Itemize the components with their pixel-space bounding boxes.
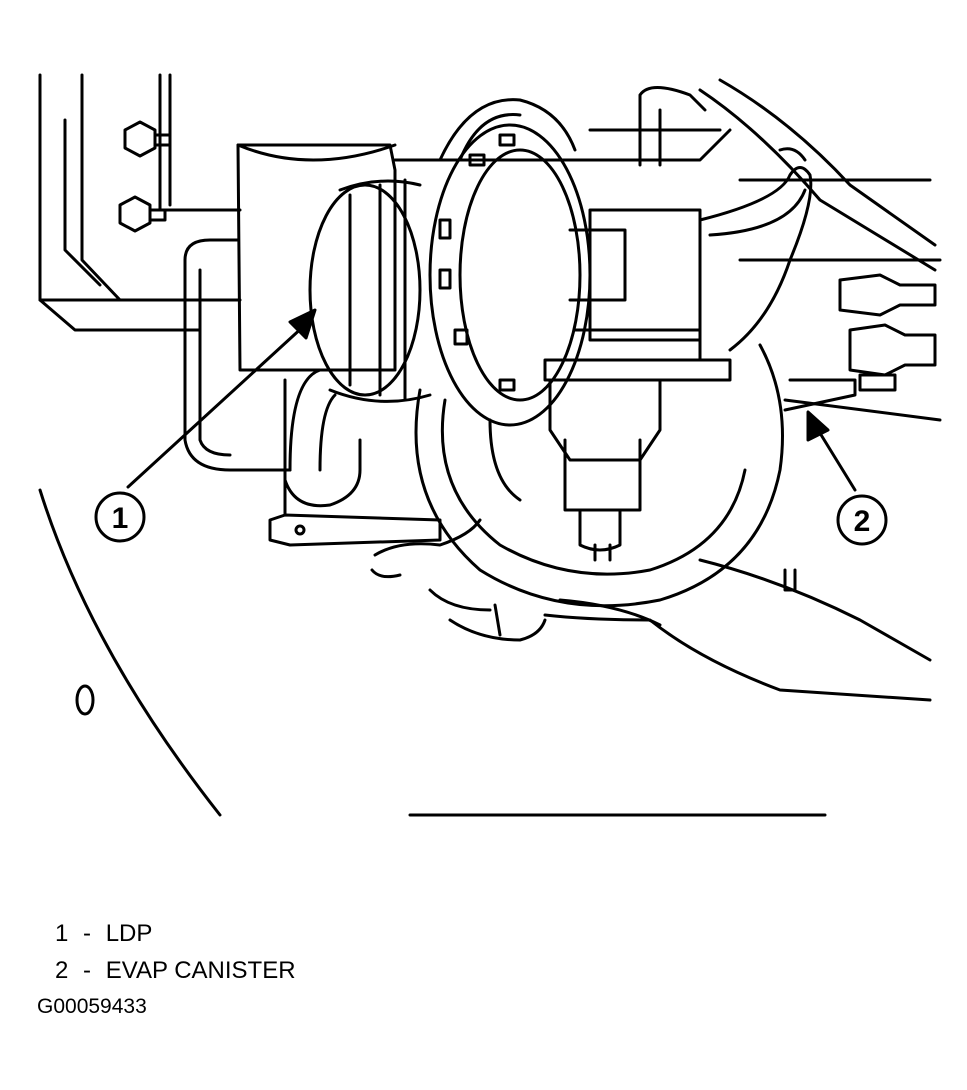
- fuel-tank-outline: [38, 488, 827, 817]
- ldp-pump-body: [308, 98, 592, 427]
- legend-item-label: LDP: [105, 920, 153, 947]
- wiring-harness: [698, 147, 813, 352]
- callout-1-number: 1: [112, 502, 129, 535]
- lower-bracket: [268, 478, 442, 547]
- vehicle-frame-panel: [38, 73, 242, 332]
- mounting-bolt-upper: [123, 120, 172, 158]
- legend-item-ldp: 1 - LDP: [55, 920, 152, 948]
- evap-canister-housing: [183, 128, 942, 472]
- vent-hose: [283, 78, 937, 608]
- figure-id: G00059433: [37, 995, 147, 1018]
- callout-2-leader: [806, 410, 888, 546]
- callout-1-leader: [94, 308, 317, 543]
- legend-item-separator: -: [83, 957, 92, 984]
- ldp-evap-canister-illustration: 1 2: [38, 73, 942, 817]
- canister-fitting-upper: [838, 273, 937, 317]
- legend-item-number: 1: [55, 920, 69, 947]
- canister-fitting-lower: [848, 323, 937, 392]
- mounting-bolt-lower: [118, 195, 167, 233]
- legend-item-evap-canister: 2 - EVAP CANISTER: [55, 957, 296, 985]
- legend-item-separator: -: [83, 920, 92, 947]
- callout-2-number: 2: [854, 505, 871, 538]
- legend-item-number: 2: [55, 957, 69, 984]
- legend-item-label: EVAP CANISTER: [105, 957, 296, 984]
- ldp-solenoid-connector: [543, 86, 732, 562]
